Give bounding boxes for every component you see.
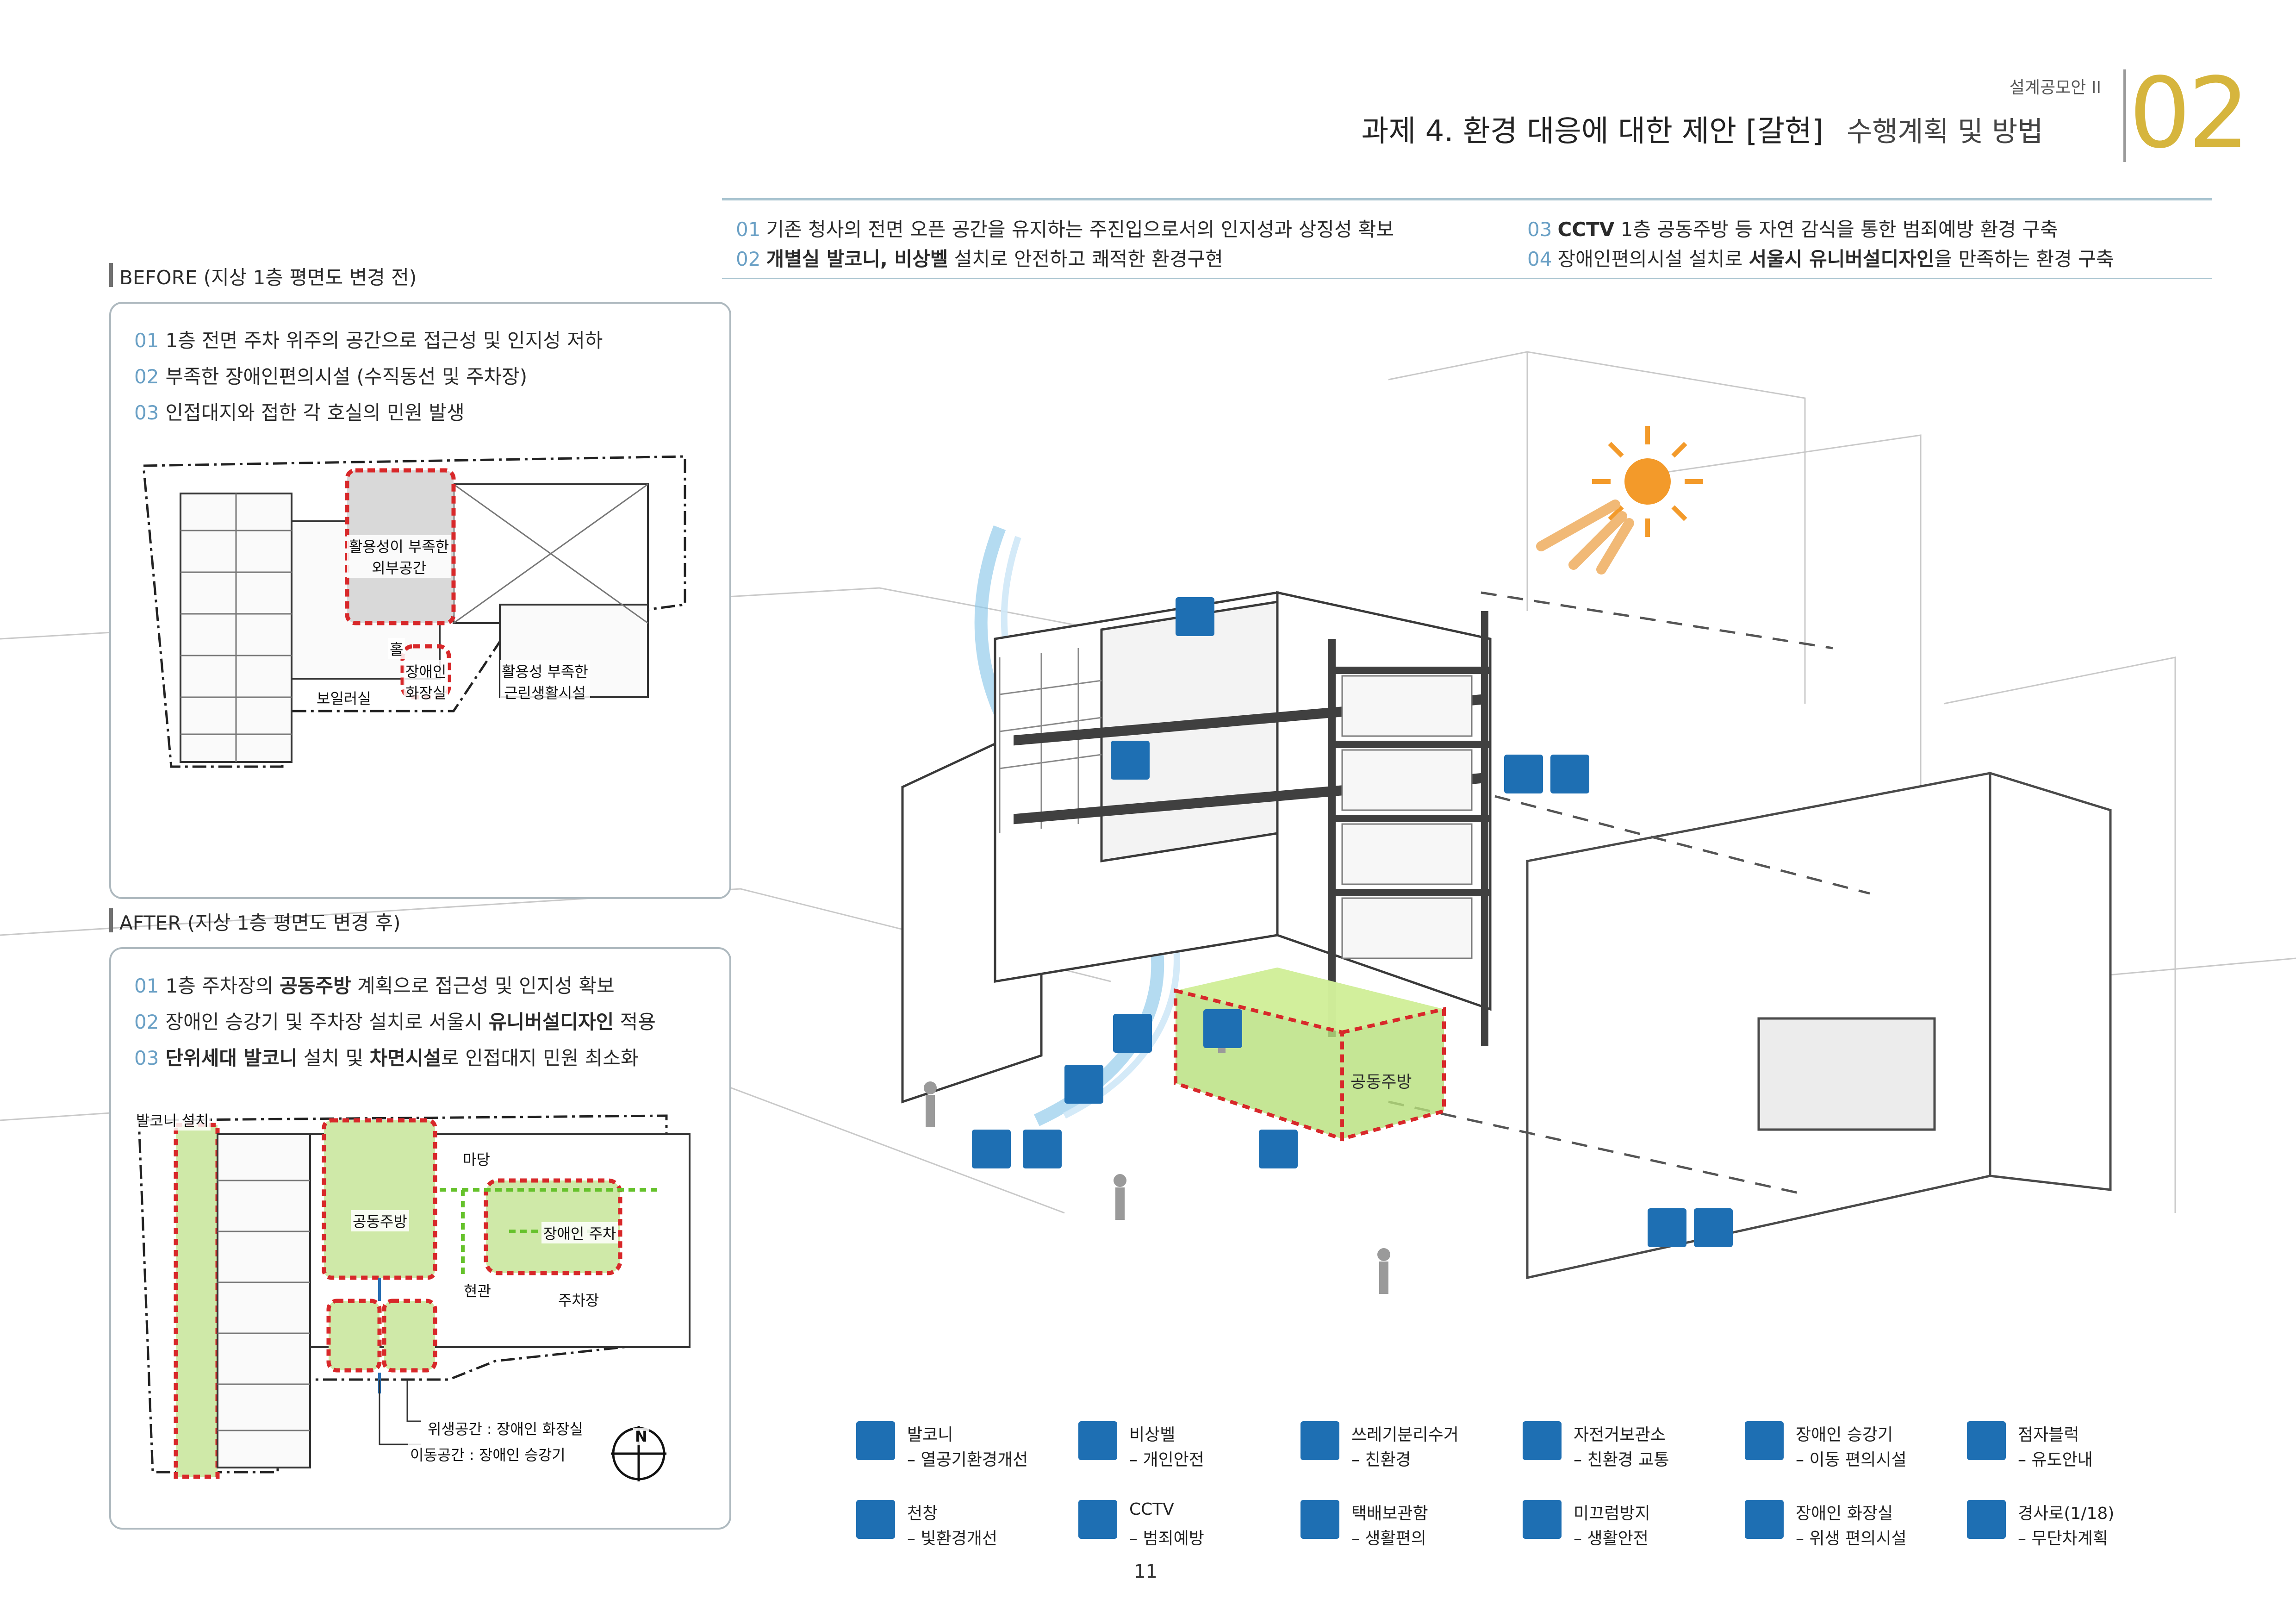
after-entrance-label: 현관 bbox=[462, 1280, 493, 1301]
emergency-bell-icon bbox=[1078, 1421, 1117, 1460]
legend-item: 비상벨– 개인안전 bbox=[1078, 1421, 1291, 1481]
after-floor-plan bbox=[137, 1114, 691, 1481]
legend-item: CCTV– 범죄예방 bbox=[1078, 1500, 1291, 1560]
before-boiler-label: 보일러실 bbox=[315, 687, 373, 708]
after-parking-label: 주차장 bbox=[556, 1289, 601, 1310]
legend-item: 미끄럼방지– 생활안전 bbox=[1523, 1500, 1736, 1560]
before-outdoor-label: 활용성이 부족한 외부공간 bbox=[347, 535, 451, 578]
delivery-box-icon bbox=[1300, 1500, 1339, 1539]
accessible-elevator-icon bbox=[1745, 1421, 1784, 1460]
before-floor-plan bbox=[142, 455, 686, 768]
accessible-elevator-icon bbox=[1176, 597, 1214, 636]
before-toilet-label: 장애인 화장실 bbox=[404, 660, 448, 703]
page-number: 11 bbox=[1134, 1561, 1157, 1582]
kitchen-volume-label: 공동주방 bbox=[1350, 1073, 1412, 1092]
legend: 발코니– 열공기환경개선 비상벨– 개인안전 쓰레기분리수거– 친환경 자전거보… bbox=[856, 1421, 2235, 1560]
skylight-icon bbox=[856, 1500, 895, 1539]
legend-item: 장애인 화장실– 위생 편의시설 bbox=[1745, 1500, 1958, 1560]
axonometric-building-drawing bbox=[0, 351, 2296, 1294]
after-yard-label: 마당 bbox=[461, 1148, 492, 1169]
accessible-toilet-icon bbox=[1203, 1009, 1242, 1048]
page-subtitle: 수행계획 및 방법 bbox=[1847, 116, 2043, 148]
sun-icon bbox=[1536, 426, 1703, 575]
cctv-icon bbox=[1113, 1014, 1152, 1053]
bicycle-icon bbox=[1648, 1208, 1686, 1247]
section-number: 02 bbox=[2129, 56, 2250, 170]
tactile-block-icon bbox=[1023, 1130, 1062, 1168]
before-heading-bar bbox=[109, 263, 113, 287]
recycle-bins-icon bbox=[1694, 1208, 1733, 1247]
after-moving-label: 이동공간 : 장애인 승강기 bbox=[408, 1443, 567, 1465]
legend-item: 점자블럭– 유도안내 bbox=[1967, 1421, 2180, 1481]
tactile-block-icon bbox=[1967, 1421, 2006, 1460]
cctv-icon bbox=[1078, 1500, 1117, 1539]
accessible-toilet-icon bbox=[1745, 1500, 1784, 1539]
balcony-icon bbox=[1550, 755, 1589, 793]
before-facility-label: 활용성 부족한 근린생활시설 bbox=[500, 660, 590, 703]
ramp-icon bbox=[972, 1130, 1011, 1168]
after-balcony-label: 발코니 설치 bbox=[134, 1109, 211, 1131]
skylight-icon bbox=[1111, 741, 1150, 780]
legend-item: 발코니– 열공기환경개선 bbox=[856, 1421, 1069, 1481]
legend-item: 자전거보관소– 친환경 교통 bbox=[1523, 1421, 1736, 1481]
legend-item: 택배보관함– 생활편의 bbox=[1300, 1500, 1513, 1560]
anti-slip-icon bbox=[1523, 1500, 1562, 1539]
legend-item: 장애인 승강기– 이동 편의시설 bbox=[1745, 1421, 1958, 1481]
after-kitchen-label: 공동주방 bbox=[351, 1210, 409, 1231]
legend-item: 쓰레기분리수거– 친환경 bbox=[1300, 1421, 1513, 1481]
page-title: 과제 4. 환경 대응에 대한 제안 [갈현] bbox=[1361, 114, 1823, 149]
after-heading-bar bbox=[109, 908, 113, 932]
bicycle-icon bbox=[1523, 1421, 1562, 1460]
north-label: N bbox=[633, 1428, 649, 1445]
before-heading: BEFORE (지상 1층 평면도 변경 전) bbox=[119, 266, 417, 289]
after-heading: AFTER (지상 1층 평면도 변경 후) bbox=[119, 912, 401, 934]
emergency-bell-icon bbox=[1504, 755, 1543, 793]
series-label: 설계공모안 II bbox=[2009, 78, 2101, 97]
after-hygiene-label: 위생공간 : 장애인 화장실 bbox=[426, 1418, 585, 1439]
legend-item: 경사로(1/18)– 무단차계획 bbox=[1967, 1500, 2180, 1560]
delivery-box-icon bbox=[1064, 1065, 1103, 1104]
goals-bottom-rule bbox=[722, 278, 2212, 279]
header-divider bbox=[2123, 69, 2126, 162]
after-parking-disabled-label: 장애인 주차 bbox=[541, 1222, 618, 1243]
recycle-bins-icon bbox=[1300, 1421, 1339, 1460]
legend-item: 천창– 빛환경개선 bbox=[856, 1500, 1069, 1560]
ramp-icon bbox=[1967, 1500, 2006, 1539]
goals-top-rule bbox=[722, 198, 2212, 200]
anti-slip-icon bbox=[1259, 1130, 1298, 1168]
balcony-icon bbox=[856, 1421, 895, 1460]
before-hall-label: 홀 bbox=[388, 638, 405, 659]
